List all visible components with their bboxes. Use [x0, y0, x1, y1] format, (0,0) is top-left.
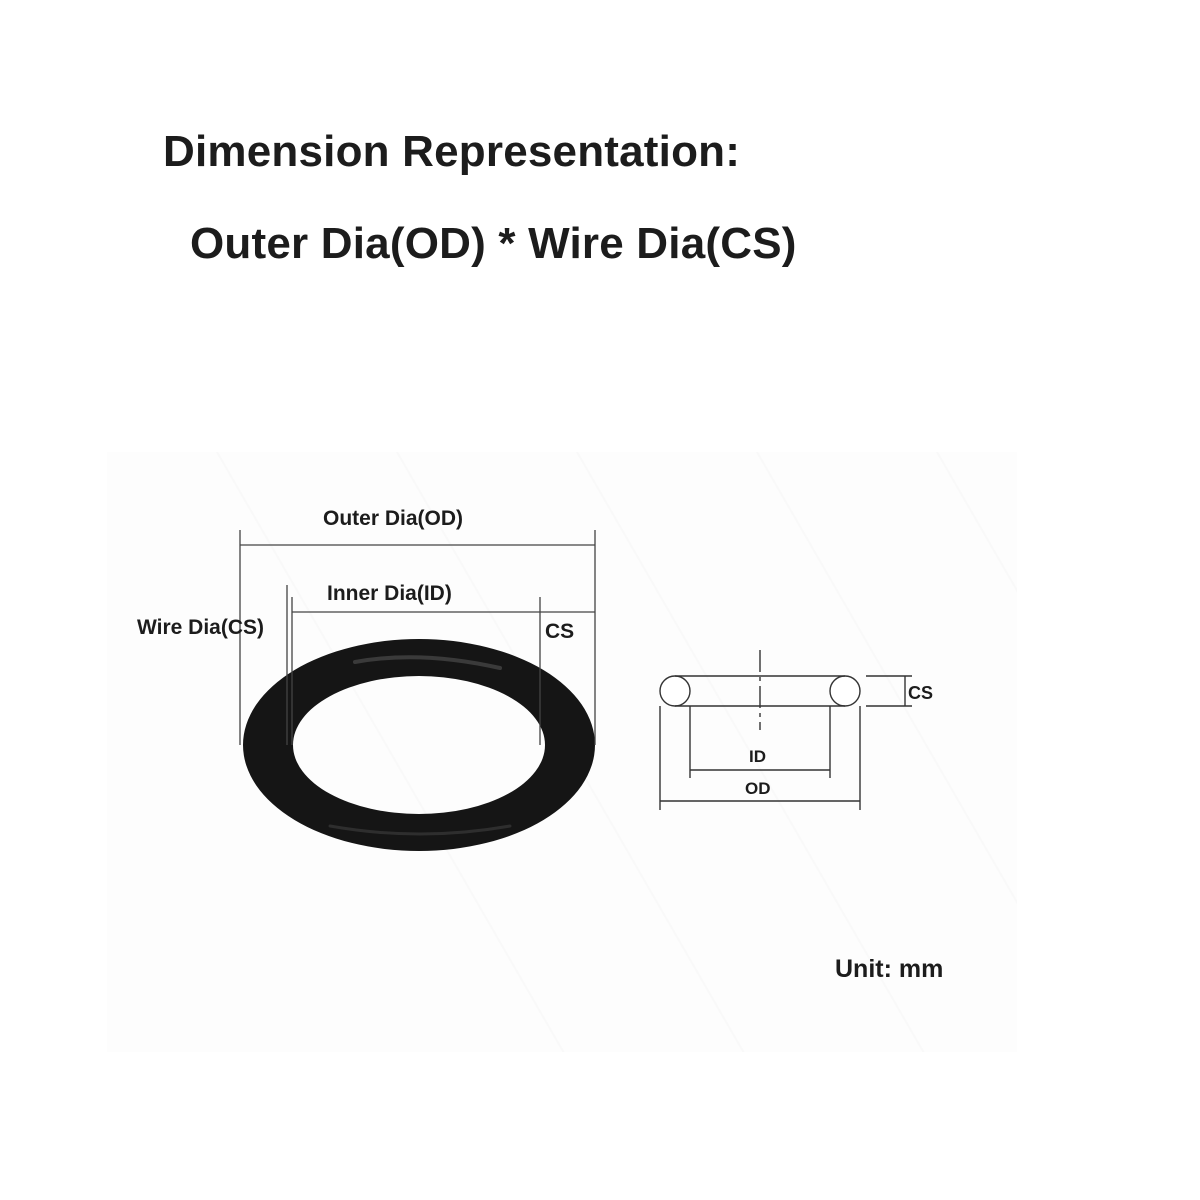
- o-ring-photo: [243, 639, 595, 851]
- diagram-title: Dimension Representation:: [163, 127, 741, 176]
- cs-label-schematic: CS: [908, 683, 934, 703]
- cs-label-photo: CS: [545, 620, 575, 643]
- unit-label: Unit: mm: [835, 955, 944, 983]
- cross-section-left: [659, 675, 691, 707]
- id-label-schematic: ID: [749, 747, 766, 766]
- o-ring-highlight: [353, 655, 502, 670]
- o-ring-highlight: [328, 824, 512, 836]
- wire-dia-label: Wire Dia(CS): [137, 616, 264, 639]
- diagram-subtitle: Outer Dia(OD) * Wire Dia(CS): [190, 219, 797, 268]
- inner-dia-label: Inner Dia(ID): [327, 582, 452, 605]
- od-label-schematic: OD: [745, 779, 771, 798]
- cross-section-right: [829, 675, 861, 707]
- outer-dia-label: Outer Dia(OD): [323, 507, 464, 530]
- o-ring-body: [243, 639, 595, 851]
- o-ring-schematic: [659, 650, 912, 810]
